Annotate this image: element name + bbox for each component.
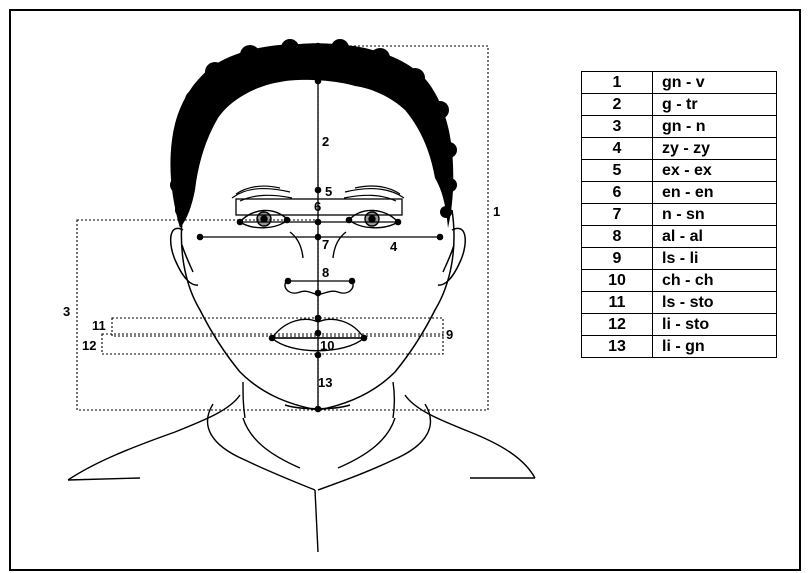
legend-row: 7n - sn [582,204,777,226]
legend-landmark-pair: li - sto [653,314,777,336]
legend-landmark-pair: ch - ch [653,270,777,292]
label-1: 1 [493,204,500,219]
legend-number: 11 [582,292,653,314]
legend-number: 4 [582,138,653,160]
landmark-dot-icon [315,406,322,413]
label-7: 7 [322,237,329,252]
label-5: 5 [325,184,332,199]
landmark-dot-icon [197,234,204,241]
legend-number: 5 [582,160,653,182]
legend-row: 2g - tr [582,94,777,116]
landmark-dot-icon [315,219,322,226]
legend-landmark-pair: n - sn [653,204,777,226]
legend-row: 9ls - li [582,248,777,270]
legend-landmark-pair: ex - ex [653,160,777,182]
label-3: 3 [63,304,70,319]
legend-body: 1gn - v2g - tr3gn - n4zy - zy5ex - ex6en… [582,72,777,358]
legend-number: 6 [582,182,653,204]
landmark-dot-icon [284,217,291,224]
legend-landmark-pair: ls - li [653,248,777,270]
label-2: 2 [322,134,329,149]
measurement-legend-table: 1gn - v2g - tr3gn - n4zy - zy5ex - ex6en… [581,71,777,358]
legend-row: 10ch - ch [582,270,777,292]
legend-number: 9 [582,248,653,270]
box-ls-li [112,318,443,336]
label-6: 6 [314,199,321,214]
legend-row: 13li - gn [582,336,777,358]
legend-row: 3gn - n [582,116,777,138]
legend-number: 10 [582,270,653,292]
label-13: 13 [318,375,332,390]
legend-row: 1gn - v [582,72,777,94]
landmark-dot-icon [315,234,322,241]
label-9: 9 [446,327,453,342]
landmark-dot-icon [285,278,292,285]
legend-landmark-pair: gn - n [653,116,777,138]
box-gn-n [77,220,318,410]
landmark-dot-icon [315,330,322,337]
label-12: 12 [82,338,96,353]
legend-row: 4zy - zy [582,138,777,160]
landmark-dot-icon [349,278,356,285]
landmark-dot-icon [315,315,322,322]
legend-number: 13 [582,336,653,358]
legend-landmark-pair: ls - sto [653,292,777,314]
legend-number: 3 [582,116,653,138]
legend-landmark-pair: g - tr [653,94,777,116]
legend-landmark-pair: li - gn [653,336,777,358]
legend-row: 5ex - ex [582,160,777,182]
legend-row: 8al - al [582,226,777,248]
landmark-dot-icon [315,43,322,50]
landmark-dot-icon [315,78,322,85]
legend-number: 1 [582,72,653,94]
label-11: 11 [92,318,106,333]
landmark-dot-icon [237,219,244,226]
label-8: 8 [322,265,329,280]
legend-landmark-pair: en - en [653,182,777,204]
landmark-dot-icon [346,217,353,224]
legend-row: 6en - en [582,182,777,204]
legend-landmark-pair: al - al [653,226,777,248]
legend-landmark-pair: gn - v [653,72,777,94]
landmark-dot-icon [437,234,444,241]
label-4: 4 [390,239,398,254]
landmark-dot-icon [269,335,276,342]
landmark-dot-icon [315,187,322,194]
legend-number: 12 [582,314,653,336]
legend-row: 12li - sto [582,314,777,336]
legend-number: 7 [582,204,653,226]
legend-row: 11ls - sto [582,292,777,314]
legend-landmark-pair: zy - zy [653,138,777,160]
landmark-dot-icon [395,219,402,226]
label-10: 10 [320,338,334,353]
landmark-dot-icon [315,290,322,297]
legend-number: 8 [582,226,653,248]
legend-number: 2 [582,94,653,116]
landmark-dot-icon [361,335,368,342]
